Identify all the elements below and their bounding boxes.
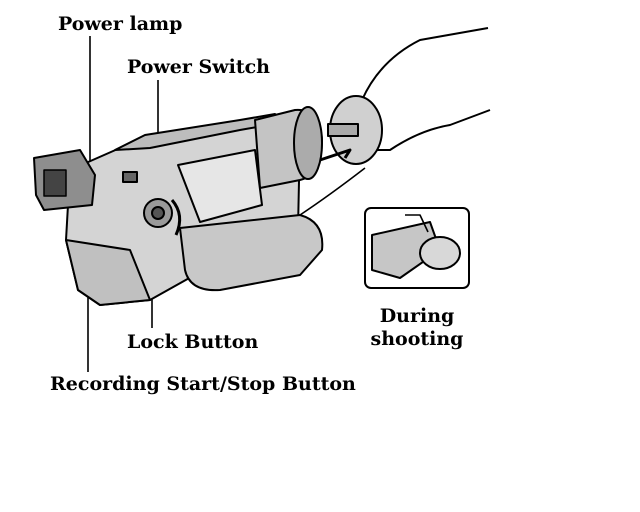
power-lamp-indicator xyxy=(123,172,137,182)
camcorder-icon xyxy=(34,107,365,305)
label-power-switch: Power Switch xyxy=(127,58,270,77)
lock-button-knob xyxy=(152,207,164,219)
label-recording-button: Recording Start/Stop Button xyxy=(50,375,356,394)
label-during-line2: shooting xyxy=(362,328,472,351)
label-lock-button: Lock Button xyxy=(127,333,258,352)
grip-strap xyxy=(180,215,322,290)
label-during-shooting: During shooting xyxy=(362,305,472,351)
lens-front xyxy=(294,107,322,179)
viewfinder-eyepiece xyxy=(44,170,66,196)
inset-lens-cap xyxy=(420,237,460,269)
label-during-line1: During xyxy=(362,305,472,328)
label-power-lamp: Power lamp xyxy=(58,15,182,34)
inset-icon xyxy=(365,208,469,288)
hand-icon xyxy=(320,28,490,164)
lens-cap-tab xyxy=(328,124,358,136)
